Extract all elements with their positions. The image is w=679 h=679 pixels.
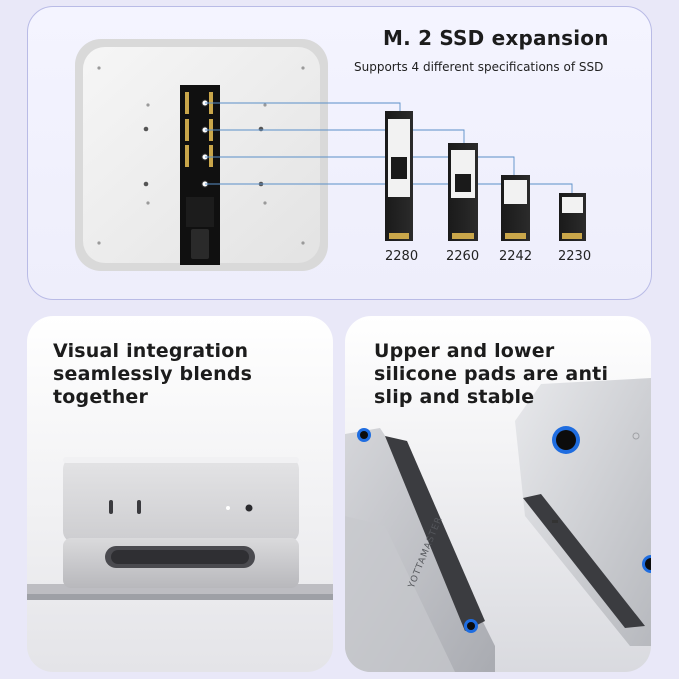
silicone-pads-panel: Upper and lower silicone pads are anti s… xyxy=(345,316,651,672)
ssd-expansion-title: M. 2 SSD expansion xyxy=(383,26,609,50)
silicone-pads-illustration xyxy=(345,378,651,672)
ssd-expansion-subtitle: Supports 4 different specifications of S… xyxy=(354,60,604,74)
enclosure-right-body xyxy=(515,378,651,646)
usb-c-port-1 xyxy=(109,500,113,514)
headphone-jack xyxy=(245,504,253,512)
enclosure-right-vent xyxy=(523,494,645,628)
ssd-illustration xyxy=(75,39,586,271)
silicone-pads-title: Upper and lower silicone pads are anti s… xyxy=(374,340,609,408)
ssd-size-label-2280: 2280 xyxy=(385,249,419,264)
usb-c-port xyxy=(191,229,209,259)
desk-surface xyxy=(27,584,333,594)
ssd-size-label-2230: 2230 xyxy=(558,249,592,264)
visual-integration-panel: Visual integration seamlessly blends tog… xyxy=(27,316,333,672)
visual-integration-title: Visual integration seamlessly blends tog… xyxy=(53,340,253,408)
power-led xyxy=(226,506,230,510)
mac-mini-body xyxy=(63,457,299,543)
enclosure-left-vent xyxy=(385,436,485,631)
ssd-size-label-2260: 2260 xyxy=(446,249,480,264)
ssd-expansion-panel: M. 2 SSD expansion Supports 4 different … xyxy=(27,6,652,300)
ssd-2280 xyxy=(385,111,413,241)
ssd-size-label-2242: 2242 xyxy=(499,249,533,264)
connector-lines xyxy=(205,102,573,193)
mac-mini-with-enclosure-illustration xyxy=(27,457,333,600)
ssd-2242 xyxy=(501,175,530,241)
ssd-2230 xyxy=(559,193,586,241)
screw-set xyxy=(97,66,305,245)
usb-c-port-2 xyxy=(137,500,141,514)
ssd-2260 xyxy=(448,143,478,241)
